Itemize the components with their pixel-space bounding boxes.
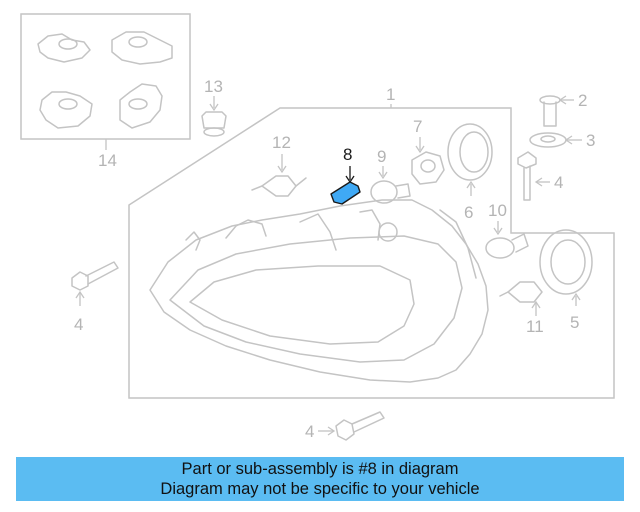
headlamp-assembly-1[interactable]: 1 bbox=[128, 85, 615, 399]
callout-4-bottom: 4 bbox=[305, 422, 314, 441]
callout-13: 13 bbox=[204, 77, 223, 96]
callout-4-left: 4 bbox=[74, 315, 83, 334]
cap-5[interactable]: 5 bbox=[539, 229, 593, 332]
callout-5: 5 bbox=[570, 313, 579, 332]
parts-diagram: 14 13 1 12 8 bbox=[20, 13, 615, 441]
callout-1: 1 bbox=[386, 85, 395, 104]
callout-4-right: 4 bbox=[554, 173, 563, 192]
mount-kit-14[interactable]: 14 bbox=[20, 13, 191, 170]
info-banner: Part or sub-assembly is #8 in diagram Di… bbox=[16, 457, 624, 501]
callout-12: 12 bbox=[272, 133, 291, 152]
callout-2: 2 bbox=[578, 91, 587, 110]
callout-8: 8 bbox=[343, 145, 352, 164]
washer-3[interactable]: 3 bbox=[529, 131, 595, 150]
callout-14: 14 bbox=[98, 151, 117, 170]
cap-6[interactable]: 6 bbox=[447, 123, 493, 222]
bolt-4-bottom[interactable]: 4 bbox=[305, 411, 385, 441]
bulb-10[interactable]: 10 bbox=[485, 201, 529, 259]
banner-line-1: Part or sub-assembly is #8 in diagram bbox=[181, 460, 459, 478]
bolt-4-left[interactable]: 4 bbox=[71, 261, 119, 334]
callout-9: 9 bbox=[377, 147, 386, 166]
screw-2[interactable]: 2 bbox=[539, 91, 587, 127]
callout-10: 10 bbox=[488, 201, 507, 220]
clip-13[interactable]: 13 bbox=[201, 77, 227, 137]
bulb-8-highlighted[interactable]: 8 bbox=[330, 145, 361, 205]
callout-11: 11 bbox=[526, 317, 544, 336]
bulb-11[interactable]: 11 bbox=[499, 281, 544, 336]
bulb-12[interactable]: 12 bbox=[251, 133, 307, 197]
bolt-4-right[interactable]: 4 bbox=[517, 151, 563, 201]
callout-3: 3 bbox=[586, 131, 595, 150]
bulb-9[interactable]: 9 bbox=[370, 147, 411, 204]
banner-line-2: Diagram may not be specific to your vehi… bbox=[160, 480, 480, 498]
callout-6: 6 bbox=[464, 203, 473, 222]
callout-7: 7 bbox=[413, 117, 422, 136]
socket-7[interactable]: 7 bbox=[411, 117, 445, 185]
